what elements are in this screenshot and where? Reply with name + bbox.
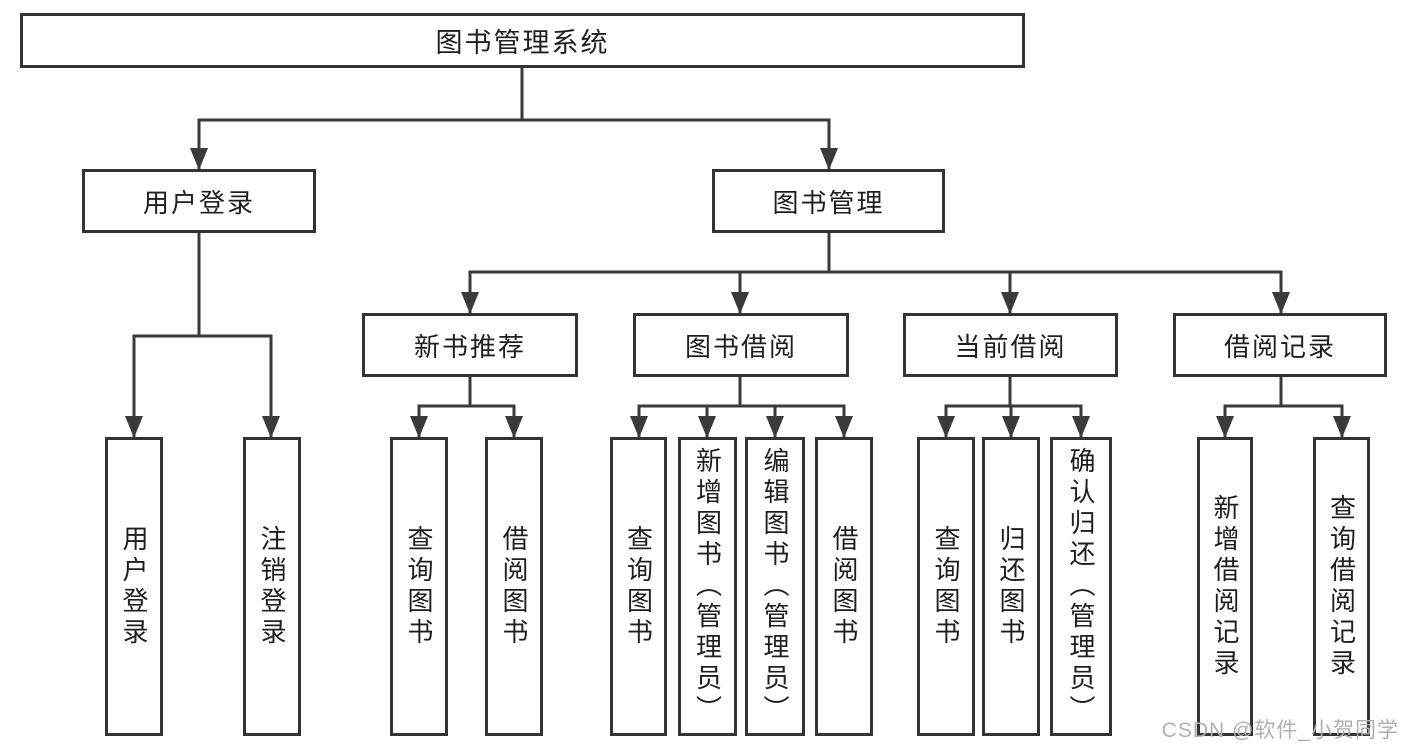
node-book-borrow: 图书借阅 bbox=[633, 313, 849, 377]
leaf-query-books-2: 查询图书 bbox=[610, 437, 667, 736]
leaf-logout: 注销登录 bbox=[243, 437, 301, 736]
node-borrow-records-label: 借阅记录 bbox=[1223, 331, 1336, 362]
leaf-query-books-1-label: 查询图书 bbox=[404, 524, 434, 649]
leaf-query-books-3: 查询图书 bbox=[917, 437, 975, 736]
leaf-user-login-label: 用户登录 bbox=[119, 524, 149, 649]
leaf-query-books-3-label: 查询图书 bbox=[931, 524, 961, 649]
leaf-query-borrow-record: 查询借阅记录 bbox=[1313, 437, 1370, 736]
node-user-login: 用户登录 bbox=[82, 169, 316, 233]
leaf-user-login: 用户登录 bbox=[105, 437, 163, 736]
leaf-borrow-books-2-label: 借阅图书 bbox=[829, 524, 859, 649]
leaf-borrow-books-1: 借阅图书 bbox=[485, 437, 543, 736]
node-book-borrow-label: 图书借阅 bbox=[684, 331, 797, 362]
leaf-logout-label: 注销登录 bbox=[257, 524, 287, 649]
node-current-borrow-label: 当前借阅 bbox=[954, 331, 1067, 362]
leaf-return-books: 归还图书 bbox=[982, 437, 1040, 736]
leaf-add-books: 新增图书（管理员） bbox=[678, 437, 737, 736]
leaf-query-books-2-label: 查询图书 bbox=[623, 524, 654, 649]
leaf-confirm-return: 确认归还（管理员） bbox=[1050, 437, 1112, 736]
leaf-confirm-return-label: 确认归还（管理员） bbox=[1066, 447, 1096, 726]
leaf-borrow-books-2: 借阅图书 bbox=[815, 437, 873, 736]
node-new-book-recommend-label: 新书推荐 bbox=[413, 331, 526, 362]
leaf-add-books-label: 新增图书（管理员） bbox=[692, 447, 723, 726]
node-current-borrow: 当前借阅 bbox=[903, 313, 1118, 377]
leaf-edit-books-label: 编辑图书（管理员） bbox=[760, 447, 790, 726]
node-root: 图书管理系统 bbox=[20, 13, 1025, 68]
node-new-book-recommend: 新书推荐 bbox=[362, 313, 578, 377]
leaf-query-borrow-record-label: 查询借阅记录 bbox=[1326, 493, 1357, 680]
csdn-watermark: CSDN @软件_小贺同学 bbox=[1161, 719, 1399, 742]
connector-trunks bbox=[132, 68, 1344, 408]
node-book-management: 图书管理 bbox=[712, 169, 945, 233]
leaf-return-books-label: 归还图书 bbox=[996, 524, 1026, 649]
leaf-edit-books: 编辑图书（管理员） bbox=[745, 437, 805, 736]
leaf-add-borrow-record-label: 新增借阅记录 bbox=[1210, 493, 1240, 680]
node-borrow-records: 借阅记录 bbox=[1173, 313, 1387, 377]
node-root-label: 图书管理系统 bbox=[435, 28, 610, 58]
node-user-login-label: 用户登录 bbox=[142, 187, 255, 218]
node-book-management-label: 图书管理 bbox=[772, 187, 885, 218]
leaf-borrow-books-1-label: 借阅图书 bbox=[499, 524, 529, 649]
leaf-add-borrow-record: 新增借阅记录 bbox=[1197, 437, 1253, 736]
leaf-query-books-1: 查询图书 bbox=[390, 437, 448, 736]
